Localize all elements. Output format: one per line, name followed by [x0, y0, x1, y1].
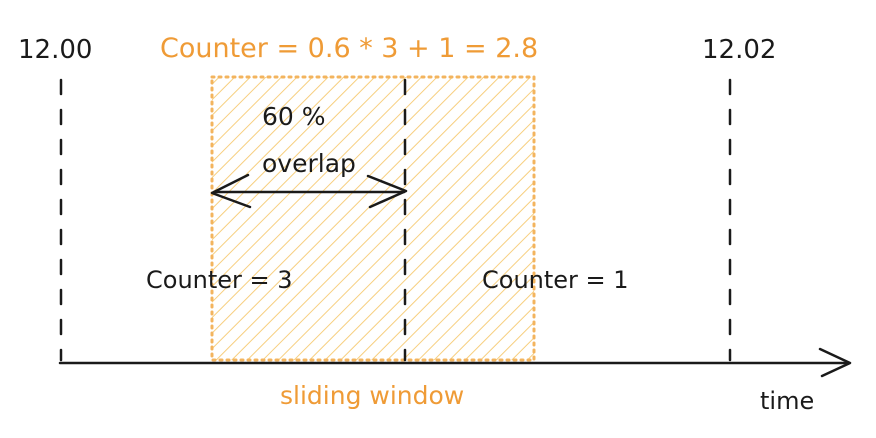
overlap-arrow-left-head: [210, 173, 252, 209]
weighted-counter-formula: Counter = 0.6 * 3 + 1 = 2.8: [160, 33, 538, 64]
sliding-window-region: [210, 75, 536, 362]
overlap-percent-label: 60 %: [262, 102, 326, 131]
overlap-word-label: overlap: [262, 149, 356, 178]
current-window-counter: Counter = 1: [482, 266, 629, 294]
time-axis-label: time: [760, 387, 814, 415]
overlap-arrow-right-head: [366, 174, 408, 209]
time-axis-arrowhead: [818, 347, 852, 378]
sliding-window-caption: sliding window: [280, 381, 464, 410]
time-label-12-02: 12.02: [702, 35, 776, 65]
time-label-12-00: 12.00: [18, 35, 92, 65]
previous-window-counter: Counter = 3: [146, 266, 293, 294]
